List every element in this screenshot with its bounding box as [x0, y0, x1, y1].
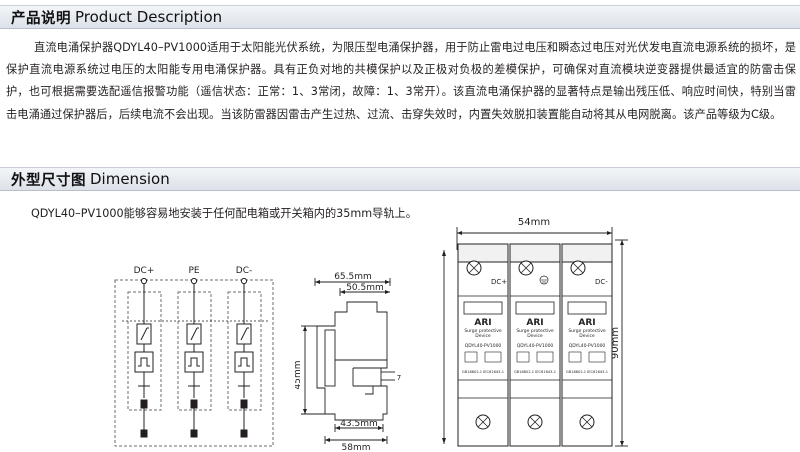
product-description-title-cn: 产品说明	[11, 10, 71, 27]
module-3-terminal: DC-	[595, 278, 608, 286]
dim-height-front: 90mm	[610, 327, 621, 359]
installation-note: QDYL40–PV1000能够容易地安装于任何配电箱或开关箱内的35mm导轨上。	[31, 207, 417, 220]
module-1-line1: Surge protective	[464, 328, 502, 334]
dim-height: 45mm	[295, 361, 303, 390]
side-view-drawing: 65.5mm 50.5mm 45mm 43.5mm 58mm 7	[295, 272, 401, 452]
module-1-model: QDYL40-PV1000	[465, 343, 502, 349]
module-3-model: QDYL40-PV1000	[569, 343, 606, 349]
module-2: ARI Surge protective Device QDYL40-PV100…	[509, 243, 561, 447]
module-2-line2: Device	[527, 333, 543, 339]
dim-top-inner: 50.5mm	[346, 283, 384, 293]
module-3-std: GB18802.1 IEC61643-1	[566, 370, 608, 374]
dimension-title-en: Dimension	[90, 170, 170, 188]
module-2-line1: Surge protective	[516, 328, 554, 334]
module-3: DC- ARI Surge protective Device QDYL40-P…	[561, 243, 613, 447]
terminal-label-pe: PE	[188, 266, 199, 276]
product-description-title-en: Product Description	[75, 8, 223, 26]
earth-icon	[539, 275, 549, 285]
dimension-title-cn: 外型尺寸图	[11, 172, 86, 189]
terminal-label-dcminus: DC-	[236, 266, 252, 276]
module-3-line1: Surge protective	[568, 328, 606, 334]
circuit-diagram: DC+ PE DC-	[114, 266, 274, 447]
circuit-branch-dcminus	[234, 277, 254, 438]
dim-bottom-outer: 58mm	[342, 443, 371, 452]
dim-width: 54mm	[518, 217, 550, 228]
module-1-brand: ARI	[474, 318, 491, 328]
circuit-branch-pe	[184, 277, 204, 438]
module-1-line2: Device	[475, 333, 491, 339]
module-1-std: GB18802.1 IEC61643-1	[462, 370, 504, 374]
front-view-drawing: 54mm 90mm DC+ ARI Surge protective Devic…	[442, 217, 628, 447]
module-2-brand: ARI	[526, 318, 543, 328]
product-description-paragraph: 直流电涌保护器QDYL40–PV1000适用于太阳能光伏系统，为限压型电涌保护器…	[6, 41, 796, 121]
terminal-label-dcplus: DC+	[134, 266, 155, 276]
module-3-brand: ARI	[578, 318, 595, 328]
dimension-header: 外型尺寸图 Dimension	[0, 167, 800, 191]
dim-top-outer: 65.5mm	[334, 272, 372, 282]
module-3-line2: Device	[579, 333, 595, 339]
module-1-terminal: DC+	[491, 278, 507, 286]
module-2-model: QDYL40-PV1000	[517, 343, 554, 349]
module-2-std: GB18802.1 IEC61643-1	[514, 370, 556, 374]
circuit-branch-dcplus	[134, 277, 154, 438]
product-description-header: 产品说明 Product Description	[0, 5, 800, 29]
dim-bottom-inner: 43.5mm	[340, 419, 378, 429]
module-1: DC+ ARI Surge protective Device QDYL40-P…	[457, 243, 509, 447]
dim-rail: 7	[397, 374, 401, 382]
